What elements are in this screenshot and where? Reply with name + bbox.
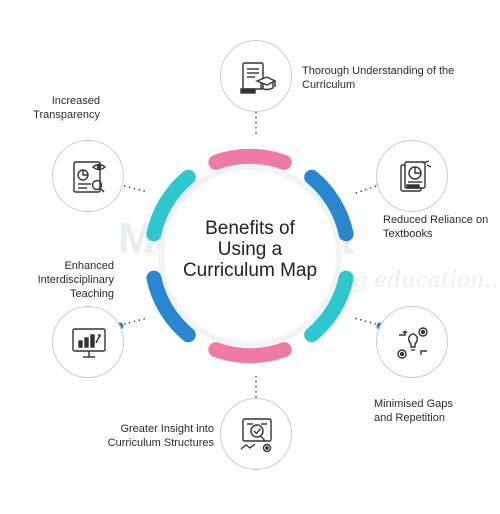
label-insight: Greater Insight into Curriculum Structur… [107, 423, 214, 449]
gears-lightbulb-icon [397, 327, 428, 359]
magnifier-analysis-icon [240, 418, 272, 453]
benefit-node-understanding [220, 40, 292, 112]
center-title: Benefits of Using a Curriculum Map [182, 218, 318, 281]
report-eye-icon [73, 161, 107, 193]
document-graduation-cap-icon [240, 62, 277, 94]
label-textbooks: Reduced Reliance on Textbooks [383, 214, 489, 240]
benefit-node-interdisciplinary [52, 306, 124, 378]
benefit-node-textbooks [376, 140, 448, 212]
label-interdisciplinary: Enhanced Interdisciplinary Teaching [37, 260, 114, 300]
label-transparency: Increased Transparency [33, 95, 100, 121]
benefit-node-insight [220, 398, 292, 470]
benefit-node-transparency [52, 140, 124, 212]
monitor-chart-icon [72, 328, 106, 358]
label-understanding: Thorough Understanding of the Curriculum [302, 65, 455, 91]
label-gaps: Minimised Gaps and Repetition [374, 398, 453, 424]
benefit-node-gaps [376, 306, 448, 378]
book-chart-icon [400, 160, 432, 192]
